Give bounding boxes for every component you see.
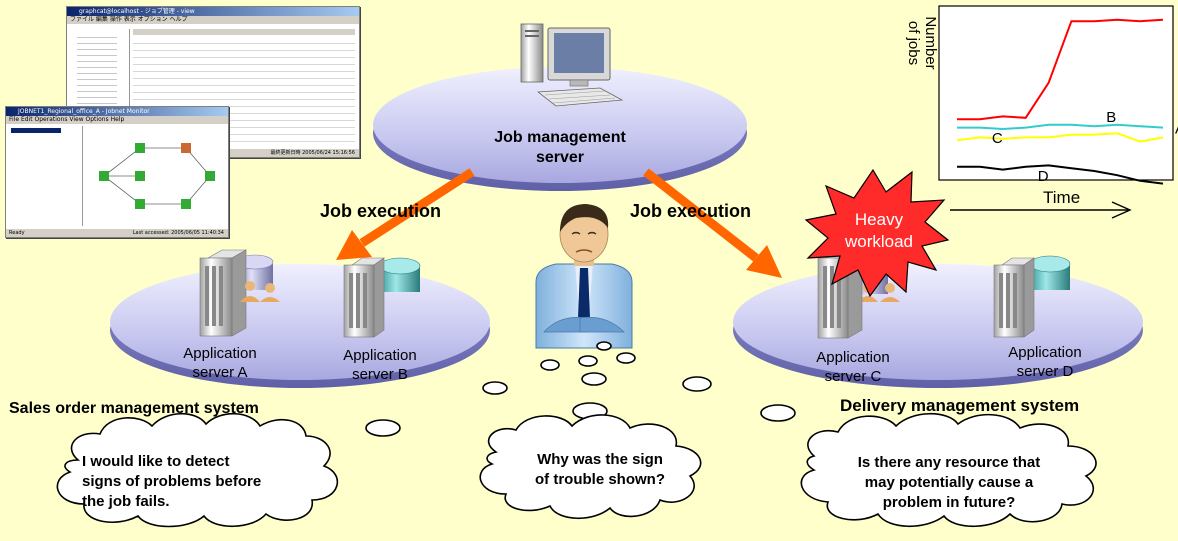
job-execution-label-right: Job execution — [630, 201, 752, 221]
job-execution-arrow-right — [643, 168, 782, 278]
application-server-b-label: Application server B — [343, 347, 417, 383]
thought-bubble-center-shape — [479, 414, 702, 519]
series-line-b — [957, 123, 1164, 131]
status-left: Ready — [9, 230, 25, 236]
window-menubar: ファイル 編集 操作 表示 オプション ヘルプ — [67, 16, 359, 24]
series-line-c — [957, 18, 1164, 121]
series-line-a — [956, 132, 1164, 143]
chart-x-axis-label: Time — [1043, 188, 1081, 207]
series-label-d: D — [1038, 168, 1049, 185]
heavy-workload-starburst — [804, 168, 950, 298]
application-server-b-icon — [343, 257, 421, 338]
window-tree-pane — [8, 126, 83, 226]
heavy-workload-label: Heavy workload — [844, 210, 914, 251]
worried-person-icon — [535, 204, 633, 349]
application-server-c-label: Application server C — [816, 349, 890, 385]
application-server-d-icon — [993, 255, 1071, 338]
chart-frame — [938, 5, 1174, 181]
application-server-d-label: Application server D — [1008, 344, 1082, 380]
thought-bubble-right-text: Is there any resource that may potential… — [857, 454, 1041, 511]
time-axis-arrow — [950, 201, 1132, 219]
jobnet-monitor-window-screenshot: JOBNET1_Regional_office_A - Jobnet Monit… — [5, 106, 229, 238]
job-execution-label-left: Job execution — [320, 201, 442, 221]
job-management-server-disc — [373, 67, 747, 191]
desktop-computer-icon — [520, 23, 624, 107]
series-line-d — [957, 164, 1164, 185]
chart-series-labels: C B A D — [992, 109, 1178, 185]
window-menubar: File Edit Operations View Options Help — [6, 116, 228, 124]
thought-bubble-trail — [365, 341, 796, 437]
user-group-icon — [240, 281, 280, 302]
delivery-system-label: Delivery management system — [840, 396, 1080, 415]
series-label-a: A — [1175, 120, 1178, 137]
thought-bubble-right-shape — [800, 413, 1097, 527]
application-server-a-label: Application server A — [183, 345, 257, 381]
window-title: JOBNET1_Regional_office_A - Jobnet Monit… — [6, 107, 228, 116]
application-server-a-icon — [199, 249, 274, 337]
series-label-b: B — [1106, 109, 1116, 126]
thought-bubble-center-text: Why was the sign of trouble shown? — [535, 451, 665, 488]
window-title: graphcat@localhost - ジョブ管理 - view — [67, 7, 359, 16]
window-statusbar: Ready Last accessed: 2005/06/05 11:40:34 — [6, 229, 228, 237]
sales-order-system-label: Sales order management system — [9, 400, 259, 417]
job-execution-arrow-left — [336, 168, 475, 260]
series-label-c: C — [992, 130, 1003, 147]
window-jobnet-graph — [86, 126, 224, 226]
chart-lines — [956, 18, 1164, 185]
status-right: Last accessed: 2005/06/05 11:40:34 — [132, 230, 224, 236]
job-management-server-label: Job management server — [494, 129, 626, 166]
chart-y-axis-label: Number of jobs — [905, 16, 939, 70]
thought-bubble-left-shape — [56, 413, 339, 528]
thought-bubble-left-text: I would like to detect signs of problems… — [82, 453, 262, 510]
